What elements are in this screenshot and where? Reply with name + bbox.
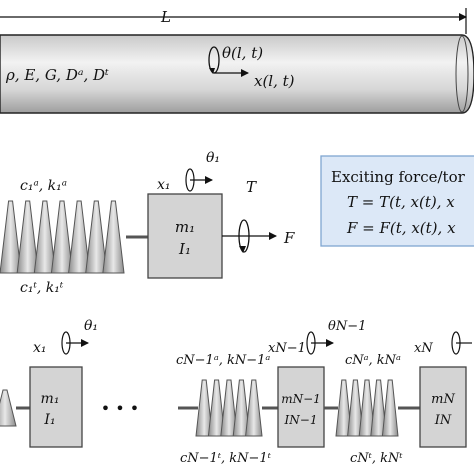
exciting-box-frame bbox=[320, 155, 474, 247]
spring-coil bbox=[33, 200, 56, 274]
chain-thetaN1-label: θN−1 bbox=[328, 319, 366, 334]
spring-coil bbox=[358, 379, 376, 437]
spring-coil bbox=[68, 200, 91, 274]
single-torque-arrowhead bbox=[239, 246, 246, 253]
chain-xN-label: xN bbox=[414, 341, 433, 356]
single-spring-bottom-label: c₁ᵗ, k₁ᵗ bbox=[20, 280, 64, 296]
rod-properties-label: ρ, E, G, Dᵃ, Dᵗ bbox=[5, 66, 109, 84]
spring-coil bbox=[0, 200, 22, 274]
spring-coil bbox=[381, 379, 399, 437]
single-mass-block bbox=[147, 193, 223, 279]
chain-inertia1-label: I₁ bbox=[43, 412, 55, 428]
rod-x-label: x(l, t) bbox=[254, 72, 295, 90]
chain-x1-label: x₁ bbox=[33, 340, 47, 356]
spring-coil bbox=[85, 200, 108, 274]
chain-massN-label: mN bbox=[431, 392, 455, 407]
chain-mass1-block bbox=[29, 366, 83, 448]
chain-ellipsis: • • • bbox=[101, 399, 139, 418]
single-system: c₁ᵃ, k₁ᵃ c₁ᵗ, k₁ᵗ m₁ I₁ x₁ θ₁ T F bbox=[0, 150, 295, 296]
chain-massN1-block bbox=[277, 366, 325, 448]
rod-section: L ρ, E, G, Dᵃ, Dᵗ θ(l, t) x(l, t) bbox=[0, 8, 474, 114]
chain-theta1-label: θ₁ bbox=[84, 318, 98, 334]
spring-coil bbox=[195, 379, 213, 437]
exciting-box-force-eq: F = F(t, x(t), x bbox=[346, 219, 456, 237]
chain-spring-n-minus-1 bbox=[195, 379, 263, 437]
single-mass-label: m₁ bbox=[175, 218, 195, 236]
chain-massN1-label: mN−1 bbox=[281, 392, 321, 406]
spring-coil bbox=[232, 379, 251, 437]
chain-massN-block bbox=[419, 366, 467, 448]
rod-theta-label: θ(l, t) bbox=[222, 44, 263, 62]
single-theta-label: θ₁ bbox=[206, 150, 220, 166]
rod-end-face bbox=[455, 35, 469, 113]
chain-xN1-label: xN−1 bbox=[268, 341, 306, 356]
chain-system: x₁ θ₁ m₁ I₁ • • • cN−1ᵃ, kN−1ᵃ cN−1ᵗ, kN… bbox=[0, 318, 472, 466]
single-spring-top-label: c₁ᵃ, k₁ᵃ bbox=[20, 178, 67, 194]
spring-coil bbox=[207, 379, 226, 437]
spring-coil bbox=[102, 200, 125, 274]
chain-springN-bottom-label: cNᵗ, kNᵗ bbox=[350, 451, 403, 466]
exciting-force-box: Exciting force/tor T = T(t, x(t), x F = … bbox=[320, 155, 474, 247]
spring-coil bbox=[370, 379, 387, 437]
chain-left-spring bbox=[0, 389, 17, 427]
single-torque-label: T bbox=[246, 178, 257, 196]
single-spring bbox=[0, 200, 125, 274]
chain-spring-n bbox=[335, 379, 399, 437]
chain-inertiaN1-label: IN−1 bbox=[284, 413, 318, 427]
spring-coil bbox=[245, 379, 263, 437]
spring-coil bbox=[220, 379, 238, 437]
chain-inertiaN-label: IN bbox=[434, 413, 452, 428]
single-force-label: F bbox=[283, 229, 295, 247]
chain-springN1-top-label: cN−1ᵃ, kN−1ᵃ bbox=[176, 353, 270, 368]
single-inertia-label: I₁ bbox=[178, 240, 191, 258]
chain-springN1-bottom-label: cN−1ᵗ, kN−1ᵗ bbox=[180, 451, 272, 466]
spring-coil bbox=[16, 200, 39, 274]
exciting-box-title: Exciting force/tor bbox=[331, 168, 466, 186]
chain-mass1-label: m₁ bbox=[41, 391, 60, 407]
exciting-box-torque-eq: T = T(t, x(t), x bbox=[347, 193, 455, 211]
spring-coil bbox=[0, 389, 17, 427]
spring-coil bbox=[335, 379, 353, 437]
spring-coil bbox=[347, 379, 364, 437]
spring-coil bbox=[50, 200, 74, 274]
chain-springN-top-label: cNᵃ, kNᵃ bbox=[345, 353, 401, 368]
rod-length-label: L bbox=[160, 8, 171, 26]
rod-rotation-arrowhead bbox=[209, 68, 215, 74]
single-x-label: x₁ bbox=[157, 177, 171, 193]
